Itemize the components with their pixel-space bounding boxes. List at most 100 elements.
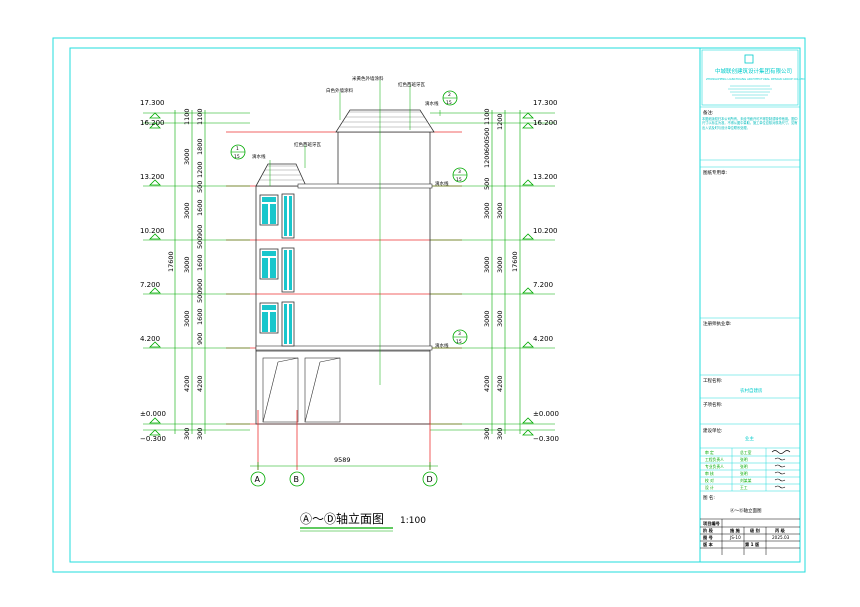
right-level-marks bbox=[522, 112, 534, 436]
ldim-13: 900 bbox=[196, 333, 204, 345]
ldim-11: 500 bbox=[196, 291, 204, 303]
callout-1-bottom: 15 bbox=[446, 100, 452, 106]
ldim-2: 1100 bbox=[196, 108, 204, 125]
rdim-8: 3000 bbox=[483, 256, 491, 273]
rfloor-3: 3000 bbox=[496, 310, 504, 327]
rfloor-1: 3000 bbox=[496, 202, 504, 219]
owner-label: 建设单位: bbox=[703, 427, 723, 434]
rdim-10: 4200 bbox=[483, 375, 491, 392]
ldim-15: 300 bbox=[196, 428, 204, 440]
overall-width-dim bbox=[250, 462, 438, 470]
drawing-name-label: 图 名: bbox=[703, 494, 715, 501]
rfloor-2: 3000 bbox=[496, 256, 504, 273]
overall-height-left: 17600 bbox=[167, 251, 175, 272]
grade-label: 级 别 bbox=[750, 527, 760, 534]
sig-name-3: 张明 bbox=[740, 464, 748, 469]
ldim-4: 1200 bbox=[196, 161, 204, 178]
axis-bubbles: A B D bbox=[250, 471, 438, 487]
project-label: 工程名称: bbox=[703, 377, 723, 384]
owner-value: 业主 bbox=[745, 435, 754, 442]
drawing-scale: 1:100 bbox=[400, 516, 426, 526]
note-wall-paint-1: 米黄色外墙涂料 bbox=[352, 75, 384, 82]
callout-3-bottom: 15 bbox=[456, 177, 462, 183]
callout-4-bottom: 15 bbox=[456, 339, 462, 345]
ldim-7: 900 bbox=[196, 225, 204, 237]
rdim-9: 3000 bbox=[483, 310, 491, 327]
note-wall-paint-2: 白色外墙涂料 bbox=[326, 87, 353, 94]
roof-left bbox=[255, 163, 307, 187]
note-drip-1: 滴水线 bbox=[425, 100, 439, 107]
version-label: 版 本 bbox=[703, 541, 714, 548]
sig-role-2: 工程负责人 bbox=[705, 457, 724, 462]
left-dimension-chains bbox=[143, 110, 250, 434]
ldim-14: 4200 bbox=[196, 375, 204, 392]
subitem-label: 子项名称: bbox=[703, 401, 723, 408]
note-drip-3: 滴水线 bbox=[435, 180, 449, 187]
drawing-title: Ⓐ～Ⓓ轴立面图 1:100 bbox=[300, 511, 426, 532]
reg-label: 注册师执业章: bbox=[703, 320, 732, 327]
overall-width: 9589 bbox=[334, 456, 351, 464]
right-dimension-chains bbox=[430, 110, 555, 434]
ldim-1: 1100 bbox=[183, 108, 191, 125]
note-roof-tile-1: 红色西班牙瓦 bbox=[398, 81, 425, 88]
rdim-11: 300 bbox=[483, 428, 491, 440]
company-name: 中城联创建筑设计集团有限公司 bbox=[715, 67, 792, 75]
lfloor-2: 3000 bbox=[183, 202, 191, 219]
rdim-5: 1200 bbox=[496, 113, 504, 130]
version-value: 第 1 版 bbox=[745, 541, 760, 548]
axis-b: B bbox=[294, 475, 300, 484]
sig-role-3: 专业负责人 bbox=[705, 464, 724, 469]
lfloor-6: 300 bbox=[183, 428, 191, 440]
note-roof-tile-2: 红色西班牙瓦 bbox=[294, 141, 321, 148]
notes-text: 本图纸版权归本公司所有，未经书面许可不得复制或转作他用。图中尺寸以标注为准，不得… bbox=[702, 117, 798, 130]
left-level-4: 10.200 bbox=[140, 227, 165, 235]
signature-marks bbox=[771, 450, 791, 489]
sig-name-1: 总工室 bbox=[740, 450, 752, 455]
right-level-8: −0.300 bbox=[533, 435, 559, 443]
left-level-2: 16.200 bbox=[140, 119, 165, 127]
right-level-6: 4.200 bbox=[533, 335, 553, 343]
title-block: 中城联创建筑设计集团有限公司 ZHONGCHENG LIANCHUANG ARC… bbox=[700, 49, 804, 555]
company-name-en: ZHONGCHENG LIANCHUANG ARCHITECTURAL DESI… bbox=[706, 77, 804, 81]
right-level-5: 7.200 bbox=[533, 281, 553, 289]
sig-role-5: 校 对 bbox=[705, 478, 714, 483]
sig-name-5: 刘某某 bbox=[740, 478, 752, 483]
ldim-9: 1600 bbox=[196, 254, 204, 271]
number-value: JS-10 bbox=[729, 535, 741, 540]
inner-frame bbox=[69, 47, 801, 563]
axis-a: A bbox=[255, 475, 261, 484]
company-logo-icon bbox=[744, 54, 754, 64]
project-no-label: 项目编号 bbox=[703, 520, 720, 527]
rfloor-4: 4200 bbox=[496, 375, 504, 392]
lfloor-5: 4200 bbox=[183, 375, 191, 392]
rdim-6: 500 bbox=[483, 178, 491, 190]
sig-role-4: 审 核 bbox=[705, 471, 714, 476]
left-level-5: 7.200 bbox=[140, 281, 160, 289]
axis-lines bbox=[257, 410, 431, 470]
note-drip-2: 滴水线 bbox=[252, 153, 266, 160]
stage-value: 施 施 bbox=[730, 527, 741, 534]
garage-doors bbox=[262, 357, 341, 423]
ldim-8: 500 bbox=[196, 237, 204, 249]
lfloor-1: 3000 bbox=[183, 148, 191, 165]
leaders bbox=[269, 80, 441, 385]
right-level-4: 10.200 bbox=[533, 227, 558, 235]
right-level-7: ±0.000 bbox=[533, 410, 559, 418]
windows bbox=[259, 193, 295, 347]
left-level-6: 4.200 bbox=[140, 335, 160, 343]
stage-label: 阶 段 bbox=[703, 527, 714, 534]
rdim-2: 500 bbox=[483, 128, 491, 140]
left-level-3: 13.200 bbox=[140, 173, 165, 181]
ldim-12: 1600 bbox=[196, 308, 204, 325]
project-value: 农村自建房 bbox=[740, 387, 763, 394]
callout-4-top: 3 bbox=[458, 331, 461, 337]
roof-top bbox=[335, 109, 435, 133]
sig-role-1: 审 定 bbox=[705, 450, 714, 455]
ldim-5: 500 bbox=[196, 181, 204, 193]
sig-role-6: 设 计 bbox=[705, 485, 714, 490]
right-level-3: 13.200 bbox=[533, 173, 558, 181]
right-level-2: 16.200 bbox=[533, 119, 558, 127]
sig-name-4: 张明 bbox=[740, 471, 748, 476]
callout-2-bottom: 15 bbox=[234, 154, 240, 160]
